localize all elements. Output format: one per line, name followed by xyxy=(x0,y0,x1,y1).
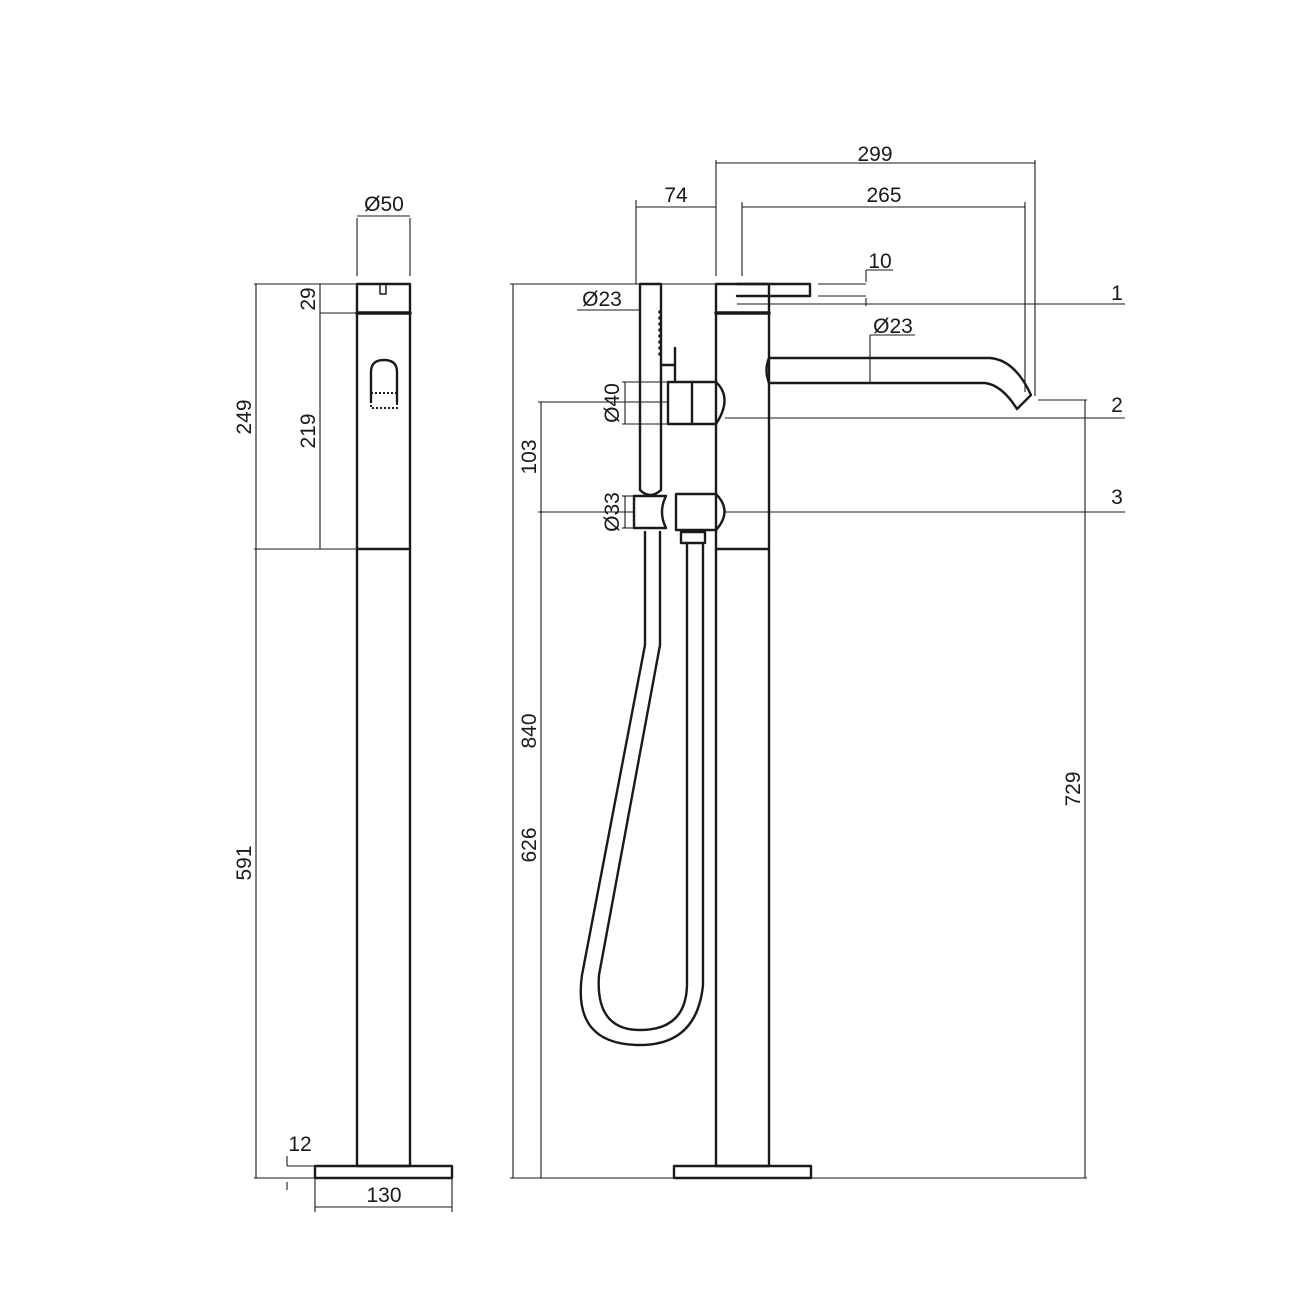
dim-cap: 29 xyxy=(297,287,320,310)
shower-hose xyxy=(579,530,705,1047)
callout-2: 2 xyxy=(1111,394,1123,417)
dim-base-width: 130 xyxy=(366,1184,401,1207)
hose-nut xyxy=(679,530,707,545)
callout-1: 1 xyxy=(1111,282,1123,305)
side-view: Ø50 249 29 219 591 12 130 xyxy=(233,193,454,1212)
lower-holder-mount xyxy=(674,492,726,532)
front-base-plate xyxy=(672,1164,813,1180)
dim-spout-height: 729 xyxy=(1062,771,1085,806)
dim-base-thickness: 12 xyxy=(288,1133,311,1156)
dim-lever: 10 xyxy=(868,250,891,273)
lower-holder xyxy=(632,494,668,530)
dim-offset: 74 xyxy=(664,184,688,207)
spray-nozzles-icon xyxy=(658,310,662,356)
shower-hose-inner xyxy=(597,530,689,1032)
dim-body: 219 xyxy=(297,413,320,448)
callout-3: 3 xyxy=(1111,486,1123,509)
aerator-icon xyxy=(370,392,398,409)
dim-holder-spacing: 103 xyxy=(518,439,541,474)
dim-total-height: 840 xyxy=(518,713,541,748)
dim-column: 591 xyxy=(233,845,256,880)
side-base-plate xyxy=(313,1164,454,1180)
spout-tip xyxy=(765,356,771,385)
front-view: 74 299 265 10 Ø23 Ø23 Ø40 Ø33 xyxy=(510,143,1125,1180)
upper-holder xyxy=(666,380,726,426)
lever-slot xyxy=(379,283,387,295)
front-column xyxy=(714,282,771,1168)
dim-handshower: Ø23 xyxy=(582,288,622,311)
dim-spout-inner: 265 xyxy=(866,184,901,207)
dim-spout-diameter: Ø23 xyxy=(873,315,913,338)
lever-handle xyxy=(735,282,812,298)
dim-total-upper: 249 xyxy=(233,399,256,434)
side-outlet xyxy=(369,358,399,404)
spout xyxy=(767,356,1033,411)
dim-holder-height: 626 xyxy=(518,827,541,862)
side-column xyxy=(355,282,412,1168)
hand-shower xyxy=(638,282,663,497)
dim-diameter-top: Ø50 xyxy=(364,193,404,216)
dim-spout-outer: 299 xyxy=(857,143,892,166)
dim-holder-upper: Ø40 xyxy=(601,383,624,423)
